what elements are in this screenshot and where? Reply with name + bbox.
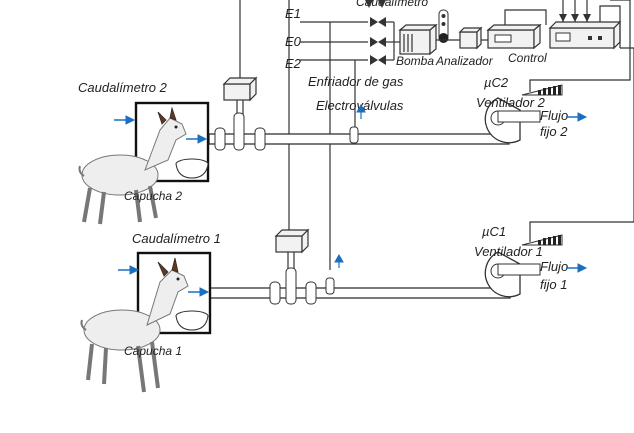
flow-up-arrow <box>334 253 344 263</box>
capucha2-label: Capucha 2 <box>124 189 182 203</box>
flujo2-label-b: fijo 2 <box>540 124 568 139</box>
ventilador1-label: Ventilador 1 <box>474 244 543 259</box>
air-out-arrow <box>197 134 208 144</box>
dryer-column-icon <box>438 9 449 43</box>
speed-indicator-icon <box>521 84 563 96</box>
flujo1-label-a: Flujo <box>540 259 568 274</box>
valve-icon <box>370 55 386 65</box>
fan-icon <box>484 97 541 144</box>
caudalimetro1-label: Caudalímetro 1 <box>132 231 221 246</box>
uc1-label: µC1 <box>482 224 506 239</box>
feeder-bowl-icon <box>175 158 209 179</box>
flowmeter-icon <box>222 76 258 115</box>
capucha1-label: Capucha 1 <box>124 344 182 358</box>
feeder-bowl-icon <box>175 310 209 331</box>
goat-icon <box>78 106 187 225</box>
duct-flange <box>269 281 281 305</box>
flujo2-label-a: Flujo <box>540 108 568 123</box>
flujo1-label-b: fijo 1 <box>540 277 567 292</box>
pump-icon <box>398 23 438 56</box>
valve-icon <box>370 17 386 27</box>
goat-icon <box>80 257 189 393</box>
e1-label: E1 <box>285 6 301 21</box>
sample-port <box>349 126 359 144</box>
signal-arrows-icon <box>559 0 591 22</box>
duct-tee <box>285 267 297 305</box>
flow-out-arrow <box>577 263 588 273</box>
control-label: Control <box>508 51 547 65</box>
e2-label: E2 <box>285 56 302 71</box>
enfriador-label: Enfriador de gas <box>308 74 404 89</box>
uc2-label: µC2 <box>484 75 509 90</box>
bomba-label: Bomba <box>396 54 434 68</box>
valve-arrows-icon <box>365 0 386 8</box>
duct-tee <box>233 112 245 151</box>
duct-flange <box>254 127 266 151</box>
sample-port <box>325 277 335 295</box>
duct-flange <box>214 127 226 151</box>
caudalimetro2-label: Caudalímetro 2 <box>78 80 168 95</box>
capucha-2 <box>134 101 210 183</box>
fan-icon <box>484 251 541 298</box>
air-in-arrow <box>129 265 140 275</box>
air-in-arrow <box>125 115 136 125</box>
air-out-arrow <box>199 287 210 297</box>
valve-icon <box>370 37 386 47</box>
flow-out-arrow <box>577 112 588 122</box>
analyzer-icon <box>458 26 483 50</box>
ventilador2-label: Ventilador 2 <box>476 95 546 110</box>
capucha-1 <box>136 251 212 335</box>
e0-label: E0 <box>285 34 302 49</box>
analizador-label: Analizador <box>435 54 494 68</box>
duct-2 <box>208 133 510 145</box>
control-unit-icon <box>486 23 542 50</box>
speed-indicator-icon <box>521 234 563 246</box>
electrovalvulas-label: Electroválvulas <box>316 98 404 113</box>
flowmeter-icon <box>274 228 310 270</box>
flow-up-arrow <box>356 103 366 113</box>
caudalimetro-top-label: Caudalímetro <box>356 0 428 9</box>
duct-1 <box>209 287 511 299</box>
datalogger-icon <box>548 20 622 50</box>
duct-flange <box>305 281 317 305</box>
